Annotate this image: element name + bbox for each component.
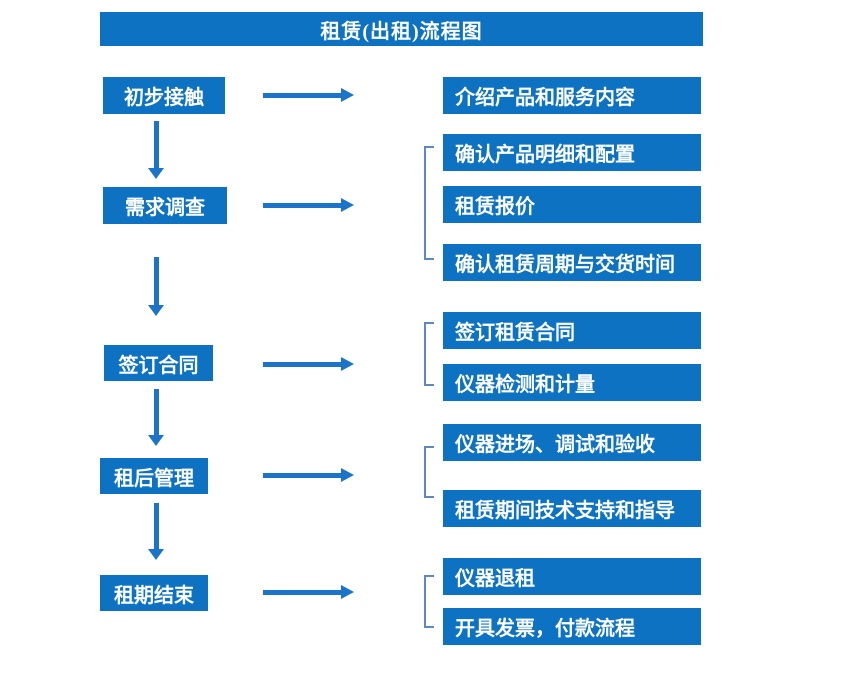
detail-box-confirm-product-details: 确认产品明细和配置 [443,134,701,171]
down-arrow-icon [148,121,165,179]
flowchart-title: 租赁(出租)流程图 [100,12,703,46]
right-arrow-icon [263,585,354,599]
group-bracket [424,322,434,386]
detail-box-introduce-products: 介绍产品和服务内容 [443,77,701,114]
group-bracket [424,446,434,498]
step-box-post-rental-management: 租后管理 [100,458,208,494]
detail-box-instrument-testing: 仪器检测和计量 [443,364,701,401]
detail-box-confirm-rental-period: 确认租赁周期与交货时间 [443,244,701,281]
step-box-rental-end: 租期结束 [100,575,208,611]
right-arrow-icon [263,198,354,212]
down-arrow-icon [148,257,165,316]
detail-box-invoice-payment: 开具发票，付款流程 [443,608,701,645]
detail-box-sign-rental-contract: 签订租赁合同 [443,312,701,349]
detail-box-technical-support: 租赁期间技术支持和指导 [443,490,701,527]
step-box-demand-survey: 需求调查 [103,187,227,224]
right-arrow-icon [263,88,354,102]
right-arrow-icon [263,357,354,371]
detail-box-instrument-return: 仪器退租 [443,558,701,595]
detail-box-rental-quotation: 租赁报价 [443,186,701,223]
step-box-initial-contact: 初步接触 [103,77,225,114]
group-bracket [424,146,434,260]
down-arrow-icon [148,389,165,446]
right-arrow-icon [263,468,354,482]
step-box-sign-contract: 签订合同 [104,345,213,381]
down-arrow-icon [148,503,165,560]
group-bracket [424,575,434,628]
detail-box-instrument-setup: 仪器进场、调试和验收 [443,424,701,461]
